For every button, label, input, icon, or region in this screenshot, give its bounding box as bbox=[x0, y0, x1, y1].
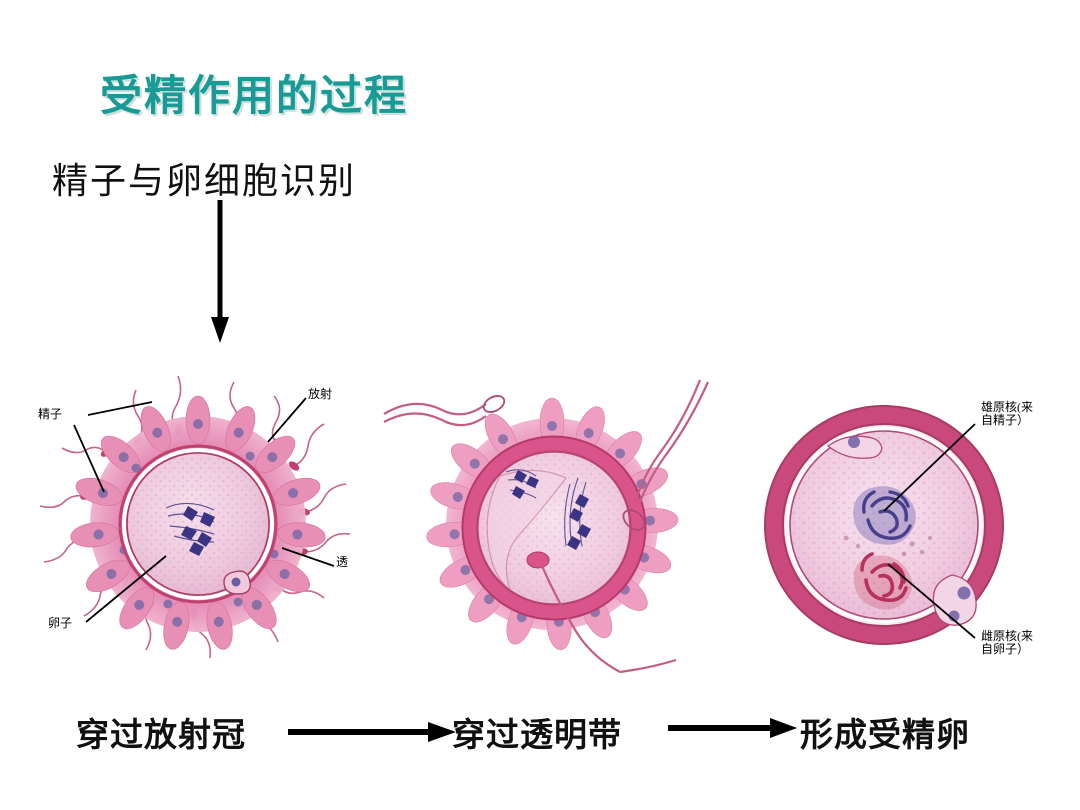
subtitle: 精子与卵细胞识别 bbox=[52, 161, 357, 201]
label-sperm: 精子 bbox=[38, 407, 63, 421]
arrow-right-icon-2 bbox=[668, 714, 798, 742]
label-male-pronucleus: 雄原核(来 自精子） bbox=[981, 400, 1033, 427]
caption-stage-3: 形成受精卵 bbox=[800, 718, 970, 754]
label-egg: 卵子 bbox=[48, 616, 73, 630]
caption-stage-2: 穿过透明带 bbox=[452, 718, 622, 754]
caption-stage-1: 穿过放射冠 bbox=[76, 718, 246, 754]
arrow-right-icon-1 bbox=[288, 718, 458, 746]
figure-stage-1 bbox=[28, 366, 378, 666]
label-corona-radiata: 放射 bbox=[308, 387, 333, 401]
label-zona-pellucida: 透 bbox=[336, 555, 349, 569]
label-female-pronucleus: 雌原核(来 自卵子） bbox=[981, 629, 1033, 656]
arrow-down-icon bbox=[210, 200, 230, 345]
figure-stage-3 bbox=[762, 380, 1012, 670]
figure-stage-2 bbox=[382, 372, 712, 674]
page-title: 受精作用的过程 bbox=[100, 71, 409, 120]
